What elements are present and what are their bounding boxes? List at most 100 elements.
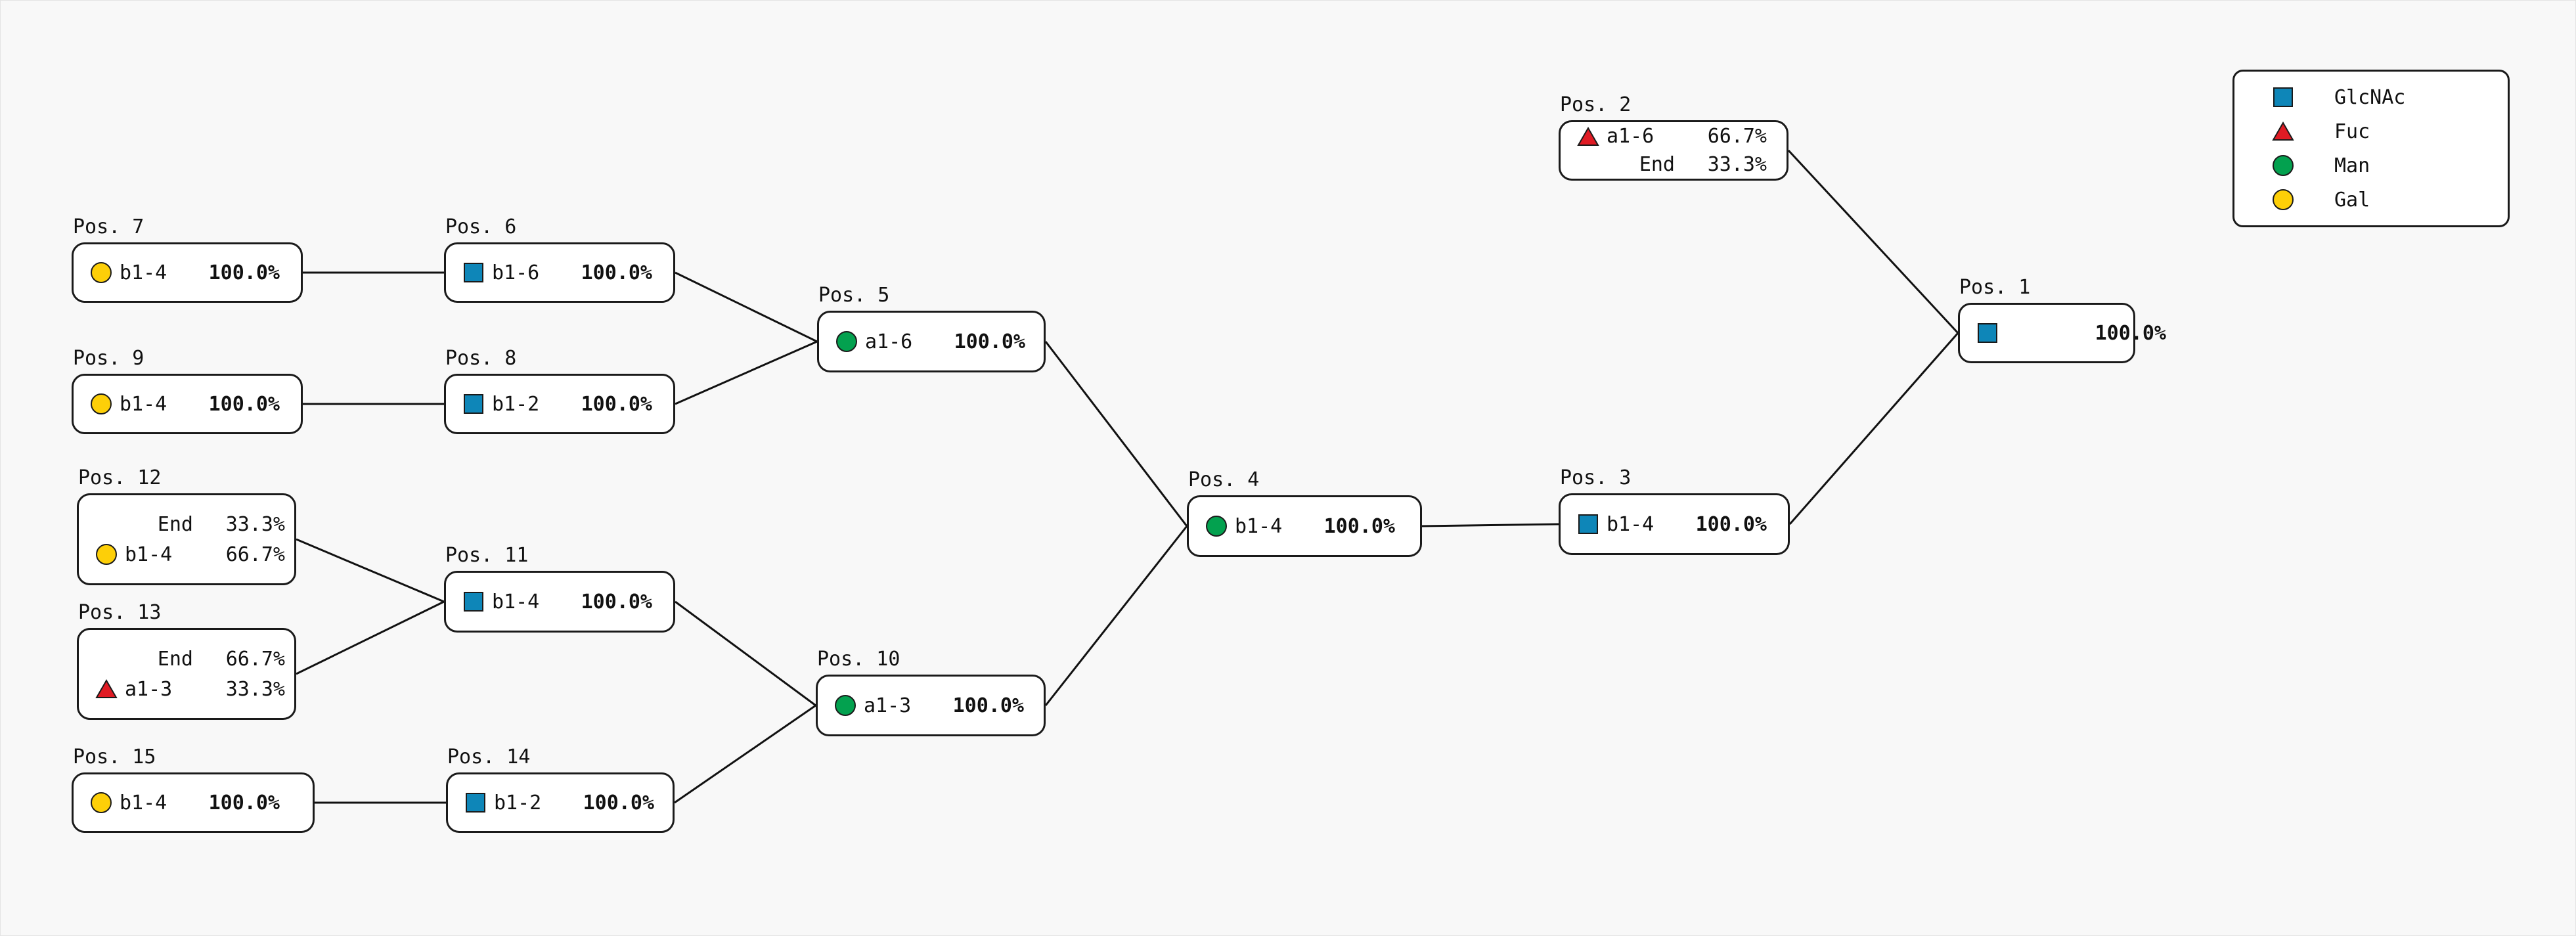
legend-symbol (2269, 122, 2298, 141)
legend-label: GlcNAc (2334, 85, 2406, 109)
linkage-label: End (1639, 153, 1675, 176)
node-position-label-pos3: Pos. 3 (1560, 466, 1632, 489)
node-row: b1-4 100.0% (74, 389, 301, 419)
residue-symbol (1575, 152, 1601, 178)
residue-symbol (460, 391, 487, 417)
node-position-label-pos1: Pos. 1 (1959, 276, 2031, 299)
node-position-label-pos11: Pos. 11 (445, 544, 529, 567)
node-box-pos1[interactable]: 100.0% (1958, 303, 2166, 363)
linkage-label: b1-6 (492, 261, 540, 284)
residue-symbol (93, 511, 120, 537)
linkage-label: b1-4 (120, 261, 167, 284)
gal-circle-icon (91, 393, 112, 414)
node-box-pos10[interactable]: a1-3 100.0% (816, 675, 1046, 736)
legend-symbol (2269, 155, 2298, 176)
legend-symbol (2269, 189, 2298, 210)
glcnac-square-icon (466, 793, 485, 813)
percentage-value: 100.0% (581, 392, 652, 416)
residue-symbol (832, 692, 858, 719)
residue-symbol (93, 541, 120, 568)
linkage-label: b1-2 (494, 791, 542, 814)
fuc-triangle-icon (1577, 126, 1599, 146)
glcnac-square-icon (2273, 87, 2293, 107)
percentage-value: 100.0% (1323, 514, 1395, 538)
legend-item: Man (2269, 148, 2508, 183)
node-row: b1-4 100.0% (74, 257, 301, 288)
linkage-label: a1-3 (864, 694, 912, 717)
legend-item: Fuc (2269, 114, 2508, 148)
node-box-pos4[interactable]: b1-4 100.0% (1187, 495, 1422, 557)
node-position-label-pos7: Pos. 7 (73, 215, 144, 238)
fuc-triangle-icon (95, 679, 118, 698)
node-box-pos7[interactable]: b1-4 100.0% (72, 242, 303, 303)
node-position-label-pos6: Pos. 6 (445, 215, 517, 238)
node-row: a1-3 100.0% (818, 690, 1044, 721)
node-box-pos3[interactable]: b1-4 100.0% (1559, 493, 1790, 555)
residue-symbol (93, 646, 120, 672)
linkage-label: a1-6 (865, 330, 913, 353)
linkage-label: End (157, 647, 193, 671)
linkage-label: b1-4 (1235, 514, 1283, 538)
glcnac-square-icon (464, 263, 483, 282)
edge-pos2-pos1 (1787, 149, 1959, 334)
node-box-pos9[interactable]: b1-4 100.0% (72, 374, 303, 434)
legend-item: Gal (2269, 183, 2508, 217)
percentage-value: 100.0% (952, 694, 1024, 717)
percentage-value: 100.0% (208, 392, 280, 416)
node-position-label-pos4: Pos. 4 (1188, 468, 1260, 491)
percentage-value: 100.0% (1695, 512, 1767, 536)
edge-pos4-pos3 (1421, 523, 1559, 527)
linkage-label: b1-4 (1607, 512, 1654, 536)
linkage-label: b1-4 (120, 392, 167, 416)
edge-pos5-pos4 (1044, 341, 1188, 527)
percentage-value: 100.0% (208, 261, 280, 284)
linkage-label: a1-3 (125, 677, 173, 701)
percentage-value: 66.7% (225, 647, 285, 671)
residue-symbol (462, 790, 489, 816)
linkage-label: b1-4 (120, 791, 167, 814)
edge-pos8-pos5 (675, 340, 818, 405)
edge-pos12-pos11 (296, 538, 445, 603)
edge-pos10-pos4 (1044, 525, 1188, 706)
linkage-label: b1-4 (125, 543, 173, 566)
legend-label: Man (2334, 154, 2370, 177)
node-position-label-pos2: Pos. 2 (1560, 93, 1632, 116)
edge-pos6-pos5 (675, 271, 818, 343)
percentage-value: 100.0% (2095, 321, 2166, 345)
node-position-label-pos9: Pos. 9 (73, 347, 144, 370)
residue-symbol (833, 328, 860, 355)
edge-pos14-pos10 (674, 704, 816, 804)
edge-pos3-pos1 (1788, 332, 1959, 525)
glcnac-square-icon (464, 592, 483, 612)
node-position-label-pos14: Pos. 14 (447, 746, 531, 769)
glcnac-square-icon (1978, 323, 1997, 343)
percentage-value: 33.3% (225, 512, 285, 536)
residue-symbol (93, 676, 120, 702)
node-row: End 66.7% (79, 644, 294, 674)
gal-circle-icon (91, 792, 112, 813)
percentage-value: 100.0% (581, 590, 652, 613)
fuc-triangle-icon (2272, 122, 2294, 141)
node-position-label-pos12: Pos. 12 (78, 466, 162, 489)
node-row: b1-4 100.0% (1561, 509, 1788, 539)
residue-symbol (1203, 513, 1230, 539)
gal-circle-icon (96, 544, 117, 565)
